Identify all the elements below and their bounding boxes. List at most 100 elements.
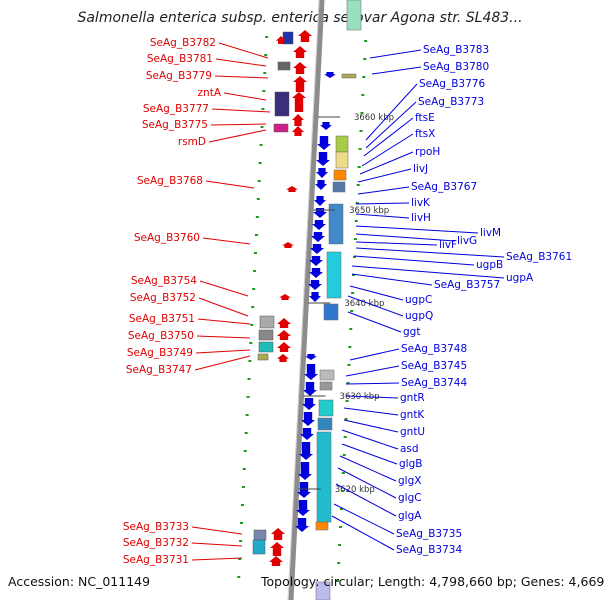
- minor-tick: [260, 126, 264, 128]
- minor-tick: [353, 238, 357, 240]
- leader-line: [343, 419, 399, 433]
- minor-tick: [355, 202, 359, 204]
- gene-arrow: [292, 92, 306, 112]
- leader-line: [191, 542, 243, 547]
- minor-tick: [360, 112, 364, 114]
- leader-line: [355, 241, 438, 246]
- gene-label: SeAg_B3761: [506, 251, 572, 263]
- minor-tick: [347, 364, 351, 366]
- leader-line: [351, 273, 433, 286]
- leader-line: [198, 297, 249, 317]
- leader-line: [208, 129, 267, 143]
- gene-block: [328, 203, 344, 245]
- gene-arrow: [304, 364, 318, 380]
- gene-block: [319, 381, 333, 391]
- gene-arrow: [296, 500, 310, 516]
- gene-block: [277, 61, 291, 71]
- gene-arrow: [317, 136, 331, 150]
- gene-block: [316, 431, 332, 523]
- gene-arrow: [279, 294, 291, 300]
- leader-line: [359, 151, 414, 175]
- gene-label: livJ: [413, 163, 428, 175]
- leader-line: [335, 483, 397, 517]
- gene-block: [258, 329, 274, 341]
- gene-arrow: [293, 76, 307, 92]
- leader-line: [215, 58, 267, 67]
- minor-tick: [242, 468, 246, 470]
- genome-meta-text: Topology: circular; Length: 4,798,660 bp…: [261, 574, 604, 589]
- minor-tick: [339, 526, 343, 528]
- gene-arrow: [302, 398, 316, 410]
- gene-arrow: [305, 354, 317, 360]
- minor-tick: [240, 522, 244, 524]
- leader-line: [196, 335, 251, 339]
- leader-line: [214, 75, 269, 79]
- gene-arrow: [277, 330, 291, 340]
- kbp-label: 3660 kbp: [354, 113, 394, 123]
- leader-line: [345, 365, 400, 377]
- gene-arrow: [298, 462, 312, 480]
- minor-tick: [343, 436, 347, 438]
- gene-arrow: [299, 442, 313, 460]
- gene-label: zntA: [198, 87, 222, 99]
- minor-tick: [246, 396, 250, 398]
- gene-block: [253, 529, 267, 541]
- leader-line: [347, 295, 404, 317]
- minor-tick: [249, 342, 253, 344]
- leader-line: [218, 42, 269, 59]
- gene-arrow: [308, 280, 322, 290]
- minor-tick: [257, 180, 261, 182]
- leader-line: [337, 467, 397, 499]
- gene-arrow: [277, 354, 289, 362]
- gene-label: SeAg_B3751: [129, 313, 195, 325]
- gene-label: gntU: [400, 426, 425, 438]
- gene-label: SeAg_B3757: [434, 279, 500, 291]
- gene-arrow: [295, 518, 309, 532]
- gene-arrow: [316, 152, 330, 166]
- leader-line: [347, 311, 402, 333]
- gene-label: SeAg_B3767: [411, 181, 477, 193]
- gene-arrow: [315, 180, 327, 190]
- gene-label: SeAg_B3735: [396, 528, 462, 540]
- minor-tick: [351, 292, 355, 294]
- kbp-label: 3650 kbp: [349, 206, 389, 216]
- leader-line: [205, 180, 255, 189]
- minor-tick: [346, 382, 350, 384]
- gene-label: livF: [439, 239, 457, 251]
- gene-block: [282, 31, 294, 45]
- leader-line: [365, 101, 417, 149]
- minor-tick: [253, 270, 257, 272]
- gene-arrow: [298, 30, 312, 42]
- gene-label: ftsX: [415, 128, 435, 140]
- gene-label: ftsE: [415, 112, 435, 124]
- minor-tick: [258, 162, 262, 164]
- leader-line: [369, 49, 422, 59]
- leader-line: [341, 429, 399, 450]
- minor-tick: [361, 94, 365, 96]
- gene-label: ugpB: [476, 259, 503, 271]
- gene-label: SeAg_B3733: [123, 521, 189, 533]
- gene-label: SeAg_B3748: [401, 343, 467, 355]
- gene-block: [257, 353, 269, 361]
- gene-block: [258, 341, 274, 353]
- leader-line: [197, 318, 251, 325]
- gene-label: livM: [480, 227, 501, 239]
- gene-label: SeAg_B3776: [419, 78, 485, 90]
- accession-text: Accession: NC_011149: [8, 574, 151, 589]
- gene-arrow: [309, 292, 321, 302]
- minor-tick: [356, 184, 360, 186]
- minor-tick: [259, 144, 263, 146]
- gene-arrow: [292, 114, 304, 126]
- gene-label: livG: [457, 235, 477, 247]
- gene-block: [332, 181, 346, 193]
- gene-block: [259, 315, 275, 329]
- gene-arrow: [311, 232, 325, 242]
- minor-tick: [261, 108, 265, 110]
- leader-line: [355, 213, 410, 219]
- leader-line: [195, 349, 251, 354]
- gene-arrow: [269, 556, 283, 566]
- gene-arrow: [316, 168, 328, 178]
- gene-label: SeAg_B3744: [401, 377, 467, 389]
- leader-line: [223, 92, 267, 101]
- leader-line: [341, 443, 398, 465]
